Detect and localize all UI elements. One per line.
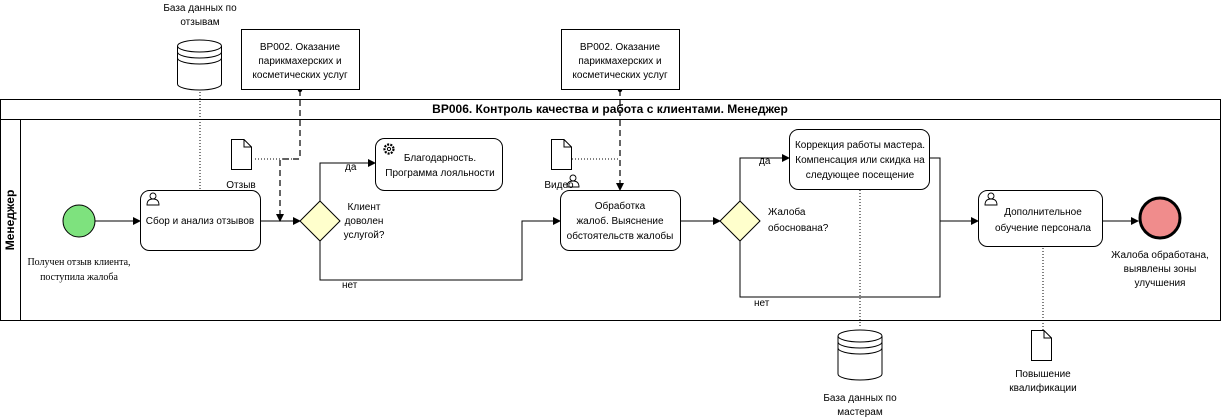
task-process-line-2: жалоб. Выяснение: [576, 215, 664, 227]
reviews-db-line-2: отзывам: [180, 17, 219, 28]
start-event[interactable]: [62, 204, 96, 238]
bp002-right-line-1: ВР002. Оказание: [580, 42, 661, 53]
gateway-satisfied-line-2: доволен: [345, 216, 384, 227]
gateway-justified-no: нет: [754, 298, 770, 309]
datastore-reviews-db[interactable]: [177, 39, 222, 91]
task-correction-line-3: следующее посещение: [806, 170, 915, 181]
gateway-complaint-justified[interactable]: [719, 200, 761, 242]
end-event-label-1: Жалоба обработана,: [1111, 249, 1209, 261]
document-qualification-icon[interactable]: [1031, 330, 1052, 361]
task-process-line-1: Обработка: [595, 200, 646, 212]
document-video-label: Видео: [544, 180, 574, 191]
gear-icon: [383, 143, 395, 155]
gateway-client-satisfied[interactable]: [299, 200, 341, 242]
task-training-line-1: Дополнительное: [1004, 207, 1082, 218]
end-event-label-3: улучшения: [1135, 278, 1186, 289]
task-thanks-loyalty[interactable]: Благодарность. Программа лояльности: [375, 138, 503, 191]
user-icon: [566, 174, 580, 188]
masters-db-line-2: мастерам: [837, 407, 883, 418]
qualification-line-1: Повышение: [1015, 369, 1071, 380]
pool-title: ВР006. Контроль качества и работа с клие…: [432, 102, 788, 116]
task-process-line-3: обстоятельств жалобы: [567, 230, 674, 242]
gateway-satisfied-line-1: Клиент: [348, 202, 381, 213]
bp002-left-line-1: ВР002. Оказание: [260, 42, 341, 53]
lane-label: Менеджер: [3, 190, 17, 251]
end-event[interactable]: [1138, 196, 1182, 240]
external-bp002-left[interactable]: ВР002. Оказание парикмахерских и космети…: [241, 29, 360, 90]
task-collect-reviews[interactable]: Сбор и анализ отзывов: [140, 190, 261, 251]
reviews-db-line-1: База данных по: [163, 3, 237, 14]
document-video-icon[interactable]: [551, 139, 572, 170]
gateway-justified-yes: да: [759, 156, 771, 167]
bp002-right-line-2: парикмахерских и: [578, 56, 661, 67]
gateway-satisfied-yes: да: [345, 162, 357, 173]
document-review-icon[interactable]: [231, 139, 252, 170]
task-correction-line-2: Компенсация или скидка на: [795, 155, 925, 166]
task-thanks-line-1: Благодарность.: [404, 153, 476, 164]
task-process-complaints[interactable]: Обработка жалоб. Выяснение обстоятельств…: [560, 174, 681, 251]
task-master-correction[interactable]: Коррекция работы мастера. Компенсация ил…: [789, 129, 930, 190]
end-event-label-2: выявлены зоны: [1124, 264, 1197, 275]
gateway-satisfied-no: нет: [342, 280, 358, 291]
document-review-label: Отзыв: [226, 180, 255, 191]
start-event-label-2: поступила жалоба: [40, 272, 118, 283]
task-thanks-line-2: Программа лояльности: [385, 168, 494, 179]
associations: [199, 92, 1044, 330]
task-collect-label: Сбор и анализ отзывов: [146, 215, 254, 227]
message-flows: [276, 90, 624, 222]
gateway-satisfied-line-3: услугой?: [344, 230, 385, 241]
task-training-line-2: обучение персонала: [995, 222, 1091, 234]
datastore-masters-db[interactable]: [837, 329, 883, 381]
task-staff-training[interactable]: Дополнительное обучение персонала: [978, 190, 1103, 247]
external-bp002-right[interactable]: ВР002. Оказание парикмахерских и космети…: [561, 29, 680, 90]
bp002-right-line-3: косметических услуг: [572, 70, 668, 81]
masters-db-line-1: База данных по: [823, 393, 897, 404]
user-icon: [146, 192, 160, 206]
start-event-label-1: Получен отзыв клиента,: [27, 257, 130, 268]
pool: ВР006. Контроль качества и работа с клие…: [0, 99, 1221, 321]
sequence-flows: [95, 154, 1139, 298]
gateway-justified-line-2: обоснована?: [768, 222, 829, 234]
bp002-left-line-3: косметических услуг: [252, 70, 348, 81]
qualification-line-2: квалификации: [1009, 382, 1076, 394]
user-icon: [984, 192, 998, 206]
bp002-left-line-2: парикмахерских и: [258, 56, 341, 67]
gateway-justified-line-1: Жалоба: [768, 206, 806, 218]
task-correction-line-1: Коррекция работы мастера.: [795, 139, 925, 151]
